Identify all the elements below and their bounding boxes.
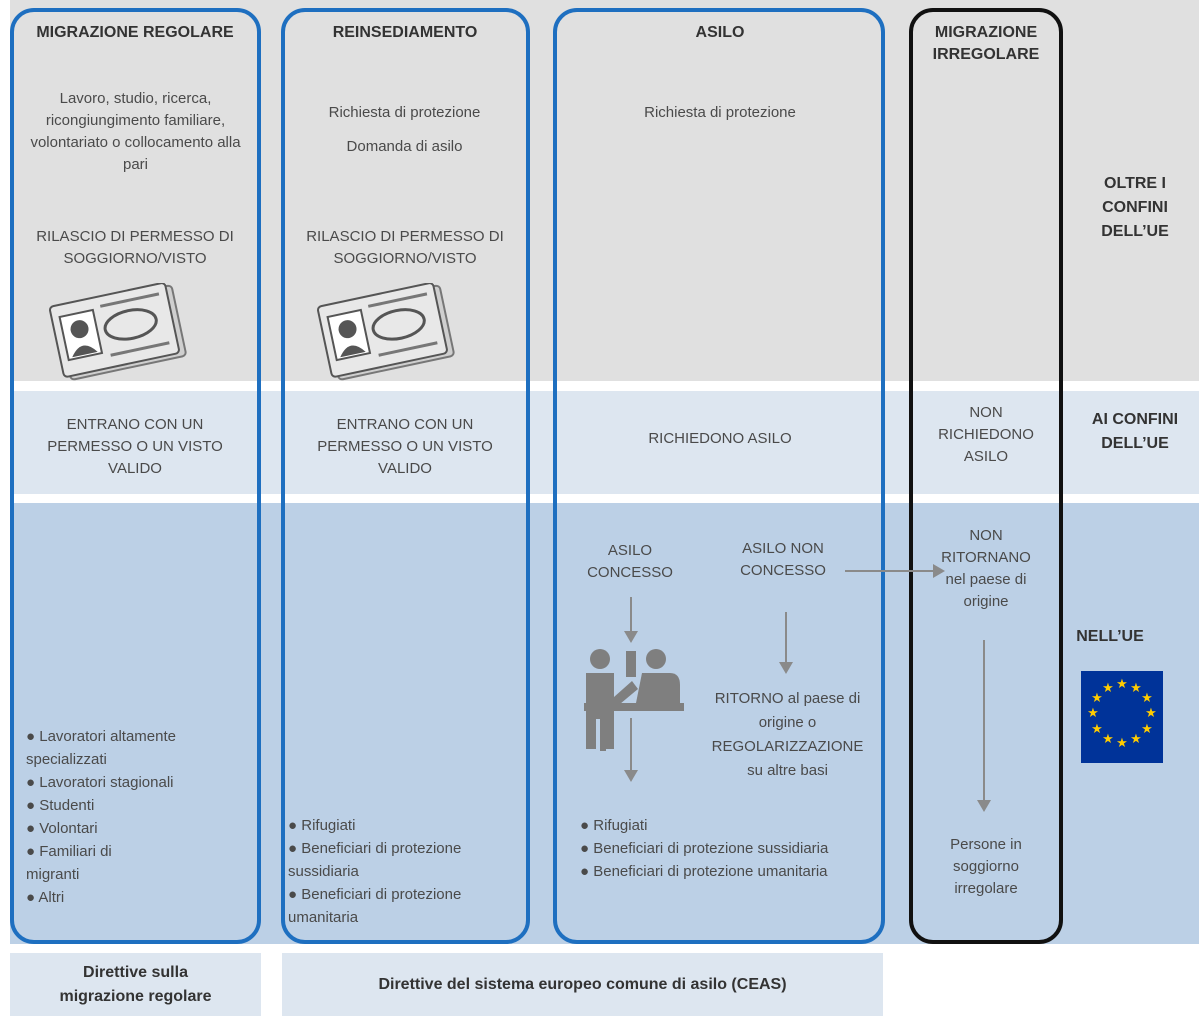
resettlement-border-text: ENTRANO CON UN PERMESSO O UN VISTO VALID…	[317, 416, 493, 477]
footer-ceas-directives: Direttive del sistema europeo comune di …	[282, 953, 883, 1016]
regular-top-text: Lavoro, studio, ricerca, ricongiungiment…	[30, 90, 241, 173]
list-item: ● Lavoratori altamente specializzati	[26, 728, 176, 768]
footer-left-label: Direttive sulla migrazione regolare	[59, 963, 212, 1005]
svg-text:★: ★	[1145, 706, 1157, 721]
list-item: ● Lavoratori stagionali	[26, 774, 174, 791]
footer-regular-directives: Direttive sulla migrazione regolare	[10, 953, 261, 1016]
asylum-desk-icon	[584, 649, 684, 751]
column-resettlement	[281, 8, 530, 944]
permit-document-icon	[49, 283, 187, 381]
arrow-desk-down	[624, 718, 638, 782]
row-label-eu-borders: AI CONFINI DELL’UE	[1091, 411, 1179, 452]
resettlement-permit-text: RILASCIO DI PERMESSO DI SOGGIORNO/VISTO	[306, 228, 504, 267]
list-item: ● Beneficiari di protezione umanitaria	[580, 863, 828, 880]
footer-center-label: Direttive del sistema europeo comune di …	[378, 975, 787, 993]
svg-text:★: ★	[1116, 736, 1128, 751]
permit-document-icon	[317, 283, 455, 381]
regular-list: ● Lavoratori altamente specializzati ● L…	[26, 725, 251, 909]
list-item: ● Beneficiari di protezione sussidiaria	[580, 840, 829, 857]
regular-border-text: ENTRANO CON UN PERMESSO O UN VISTO VALID…	[47, 416, 223, 477]
row-label-outside-eu: OLTRE I CONFINI DELL’UE	[1101, 175, 1169, 240]
irregular-persons-text: Persone in soggiorno irregolare	[950, 836, 1022, 897]
row-label-inside-eu: NELL’UE	[1076, 628, 1144, 645]
arrow-not-granted-to-irregular	[845, 564, 945, 578]
header-regular-migration: MIGRAZIONE REGOLARE	[36, 24, 234, 41]
arrow-irregular-down	[977, 640, 991, 812]
irregular-not-return-text: NON RITORNANO nel paese di origine	[941, 527, 1031, 610]
column-asylum	[553, 8, 885, 944]
column-regular-migration	[10, 8, 261, 944]
band-eu-borders	[10, 391, 1199, 494]
svg-text:★: ★	[1141, 722, 1153, 737]
list-item: ● Altri	[26, 889, 65, 906]
svg-text:★: ★	[1102, 732, 1114, 747]
svg-text:★: ★	[1102, 681, 1114, 696]
eu-flag-icon: ★ ★ ★ ★ ★ ★ ★ ★ ★ ★ ★ ★	[1081, 671, 1163, 763]
asylum-border-text: RICHIEDONO ASILO	[648, 430, 792, 447]
svg-text:★: ★	[1091, 722, 1103, 737]
svg-text:★: ★	[1130, 732, 1142, 747]
band-outside-eu	[10, 0, 1199, 381]
list-item: ● Beneficiari di protezione sussidiaria	[288, 840, 462, 880]
asylum-top-text: Richiesta di protezione	[644, 104, 796, 121]
resettlement-top-text-1: Richiesta di protezione	[328, 104, 481, 121]
header-resettlement: REINSEDIAMENTO	[332, 24, 478, 41]
svg-text:★: ★	[1116, 677, 1128, 692]
resettlement-list: ● Rifugiati ● Beneficiari di protezione …	[288, 814, 523, 929]
asylum-granted-text: ASILO CONCESSO	[587, 542, 673, 581]
column-irregular-migration	[909, 8, 1063, 944]
regular-permit-text: RILASCIO DI PERMESSO DI SOGGIORNO/VISTO	[36, 228, 234, 267]
list-item: ● Studenti	[26, 797, 95, 814]
resettlement-top-text-2: Domanda di asilo	[346, 138, 463, 155]
asylum-list: ● Rifugiati ● Beneficiari di protezione …	[580, 814, 880, 883]
asylum-return-text: RITORNO al paese di origine o REGOLARIZZ…	[711, 690, 864, 779]
list-item: ● Familiari di migranti	[26, 843, 112, 883]
svg-text:★: ★	[1141, 691, 1153, 706]
svg-text:★: ★	[1087, 706, 1099, 721]
list-item: ● Beneficiari di protezione umanitaria	[288, 886, 462, 926]
header-asylum: ASILO	[695, 24, 745, 41]
list-item: ● Rifugiati	[580, 817, 648, 834]
svg-text:★: ★	[1130, 681, 1142, 696]
asylum-not-granted-text: ASILO NON CONCESSO	[740, 540, 826, 579]
irregular-border-text: NON RICHIEDONO ASILO	[938, 404, 1034, 465]
header-irregular-migration: MIGRAZIONE IRREGOLARE	[932, 24, 1040, 63]
list-item: ● Volontari	[26, 820, 98, 837]
arrow-granted-down	[624, 597, 638, 643]
arrow-not-granted-down	[779, 612, 793, 674]
list-item: ● Rifugiati	[288, 817, 356, 834]
svg-text:★: ★	[1091, 691, 1103, 706]
